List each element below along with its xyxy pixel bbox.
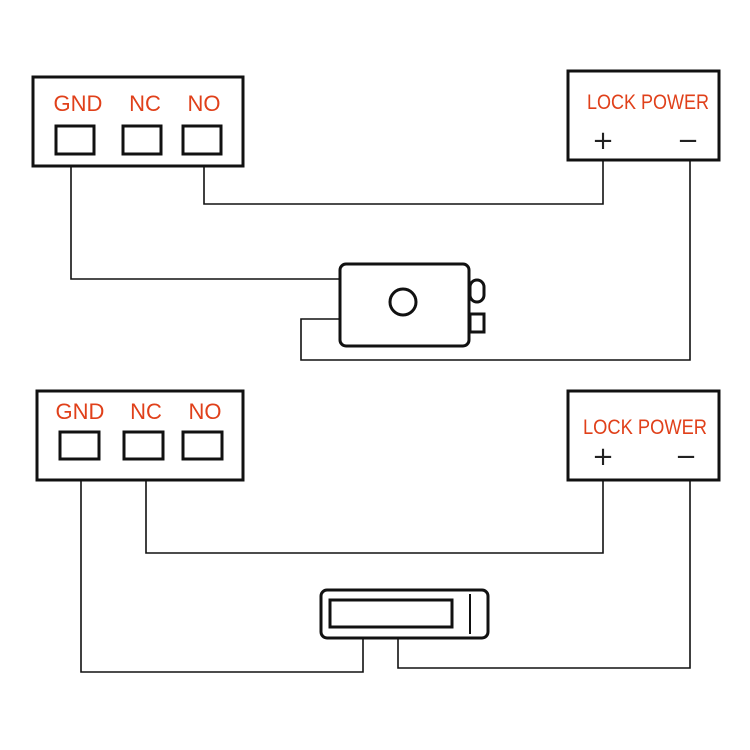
power-box [566, 69, 721, 162]
wire-gnd-to-lock [70, 166, 340, 280]
terminal-gnd [58, 430, 101, 461]
controller-terminal-block: GND NC NO [31, 75, 245, 168]
power-title: LOCK POWER [587, 91, 709, 114]
power-plus-sign: + [592, 126, 614, 156]
terminal-label-no: NO [188, 91, 221, 116]
wire-lock-to-power-minus [300, 160, 691, 361]
maglock-plate [328, 598, 454, 629]
wire-gnd-to-maglock [80, 480, 364, 673]
terminal-label-nc: NC [129, 91, 161, 116]
lock-keyhole [388, 287, 418, 317]
terminal-nc [121, 124, 163, 156]
power-plus-sign: + [592, 442, 614, 472]
terminal-no [181, 430, 224, 461]
circuit-1: GND NC NO LOCK POWER + − [31, 69, 721, 361]
power-minus-sign: − [677, 126, 699, 156]
terminal-label-gnd: GND [54, 91, 103, 116]
power-minus-sign: − [675, 442, 697, 472]
wire-nc-to-power-plus [145, 480, 604, 554]
lock-latch-bottom [468, 312, 486, 334]
wire-maglock-to-power-minus [397, 480, 691, 669]
terminal-label-no: NO [189, 399, 222, 424]
magnetic-lock-icon [319, 588, 490, 640]
terminal-nc [122, 430, 165, 461]
lock-power-supply: LOCK POWER + − [566, 69, 721, 162]
controller-terminal-block: GND NC NO [35, 389, 245, 482]
power-box [566, 389, 721, 482]
circuit-2: GND NC NO LOCK POWER + − [35, 389, 721, 673]
terminal-no [181, 124, 223, 156]
electric-strike-lock-icon [338, 262, 486, 348]
power-title: LOCK POWER [583, 416, 707, 439]
lock-power-supply: LOCK POWER + − [566, 389, 721, 482]
terminal-label-gnd: GND [56, 399, 105, 424]
terminal-label-nc: NC [130, 399, 162, 424]
terminal-gnd [54, 124, 96, 156]
lock-latch-top [468, 278, 486, 304]
wire-no-to-power-plus [203, 160, 604, 205]
